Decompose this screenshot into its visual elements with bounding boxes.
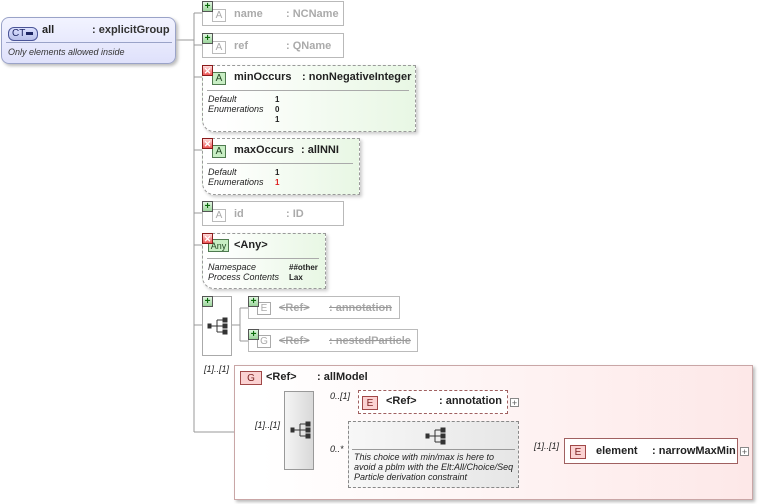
attribute-label: minOccurs <box>234 71 292 83</box>
required-x-icon[interactable]: ✕ <box>202 65 213 76</box>
attribute-label: name <box>234 8 263 20</box>
sequence-icon <box>290 421 311 439</box>
attribute-id[interactable]: A id : ID <box>202 201 344 226</box>
attribute-icon: A <box>212 145 226 158</box>
element-icon: E <box>570 445 586 459</box>
attribute-icon: A <box>212 209 226 222</box>
enumeration-value: 1 <box>275 115 280 124</box>
optional-plus-icon[interactable]: + <box>248 296 259 307</box>
enumeration-value: 0 <box>275 105 280 114</box>
attribute-type: : nonNegativeInteger <box>302 71 412 83</box>
namespace-key: Namespace <box>208 262 257 272</box>
process-contents-value: Lax <box>289 273 303 282</box>
attribute-ref[interactable]: A ref : QName <box>202 33 344 58</box>
expand-icon[interactable]: + <box>510 398 519 408</box>
process-contents-key: Process Contents <box>208 272 280 282</box>
divider <box>207 163 353 164</box>
optional-plus-icon[interactable]: + <box>202 33 213 44</box>
complex-type-icon: CT <box>8 27 38 41</box>
choice-icon <box>425 427 446 445</box>
attribute-name[interactable]: A name : NCName <box>202 1 344 26</box>
divider <box>6 42 172 43</box>
annotation-cardinality: 0..[1] <box>330 391 351 401</box>
element-label: element <box>596 445 638 457</box>
attribute-type: : NCName <box>286 8 339 20</box>
complex-type-all[interactable]: CT all : explicitGroup Only elements all… <box>1 17 176 64</box>
default-key: Default <box>208 167 237 177</box>
attribute-icon: A <box>212 41 226 54</box>
group-name: : allModel <box>317 371 368 383</box>
ref-name: : annotation <box>439 395 502 407</box>
attribute-label: ref <box>234 40 249 52</box>
element-type: : narrowMaxMin <box>652 445 736 457</box>
divider <box>207 90 409 91</box>
attribute-type: : ID <box>286 208 304 220</box>
ref-name: : annotation <box>329 302 392 314</box>
enumerations-key: Enumerations <box>208 177 264 187</box>
divider <box>352 449 515 450</box>
choice-note-line: Particle derivation constraint <box>354 472 468 482</box>
group-ref-tag: <Ref> <box>266 371 297 383</box>
element-cardinality: [1]..[1] <box>534 441 560 451</box>
complex-type-name: all <box>42 24 55 36</box>
choice-note-line: avoid a pblm with the Elt:All/Choice/Seq <box>354 462 514 472</box>
sequence-compositor[interactable] <box>202 296 232 356</box>
ref-annotation-element[interactable]: E <Ref> : annotation <box>358 390 508 414</box>
complex-type-annotation: Only elements allowed inside <box>8 47 125 57</box>
choice-compositor[interactable]: This choice with min/max is here to avoi… <box>348 421 519 488</box>
group-cardinality: [1]..[1] <box>204 364 230 374</box>
attribute-minoccurs[interactable]: A minOccurs : nonNegativeInteger Default… <box>202 65 416 132</box>
sequence-compositor[interactable] <box>284 391 314 470</box>
ref-nested-particle[interactable]: G <Ref> : nestedParticle <box>248 329 418 352</box>
attribute-label: maxOccurs <box>234 144 294 156</box>
choice-cardinality: 0..* <box>330 444 344 454</box>
choice-note-line: This choice with min/max is here to <box>354 452 495 462</box>
attribute-maxoccurs[interactable]: A maxOccurs : allNNI Default 1 Enumerati… <box>202 138 360 195</box>
attribute-type: : QName <box>286 40 332 52</box>
optional-plus-icon[interactable]: + <box>202 1 213 12</box>
attribute-icon: A <box>212 72 226 85</box>
element-icon: E <box>257 302 271 315</box>
attribute-label: id <box>234 208 244 220</box>
any-icon: Any <box>208 239 229 252</box>
enumerations-key: Enumerations <box>208 104 264 114</box>
optional-plus-icon[interactable]: + <box>248 329 259 340</box>
ref-name: : nestedParticle <box>329 335 411 347</box>
any-label: <Any> <box>234 239 268 251</box>
ref-tag: <Ref> <box>386 395 417 407</box>
any-attribute[interactable]: Any <Any> Namespace ##other Process Cont… <box>202 233 326 289</box>
complex-type-base: : explicitGroup <box>92 24 170 36</box>
ref-tag: <Ref> <box>279 302 310 314</box>
ref-tag: <Ref> <box>279 335 310 347</box>
sequence-cardinality: [1]..[1] <box>255 420 281 430</box>
divider <box>207 258 319 259</box>
required-x-icon[interactable]: ✕ <box>202 233 213 244</box>
sequence-icon <box>207 317 228 335</box>
default-value: 1 <box>275 168 280 177</box>
optional-plus-icon[interactable]: + <box>202 201 213 212</box>
group-icon: G <box>240 371 262 385</box>
expand-icon[interactable]: + <box>740 447 749 457</box>
default-value: 1 <box>275 95 280 104</box>
ref-annotation[interactable]: E <Ref> : annotation <box>248 296 400 319</box>
group-icon: G <box>257 335 271 348</box>
attribute-type: : allNNI <box>301 144 339 156</box>
enumeration-value: 1 <box>275 178 280 187</box>
namespace-value: ##other <box>289 263 318 272</box>
element-icon: E <box>362 396 378 410</box>
attribute-icon: A <box>212 9 226 22</box>
optional-plus-icon[interactable]: + <box>202 296 213 307</box>
element-narrowmaxmin[interactable]: E element : narrowMaxMin <box>564 438 738 464</box>
required-x-icon[interactable]: ✕ <box>202 138 213 149</box>
default-key: Default <box>208 94 237 104</box>
